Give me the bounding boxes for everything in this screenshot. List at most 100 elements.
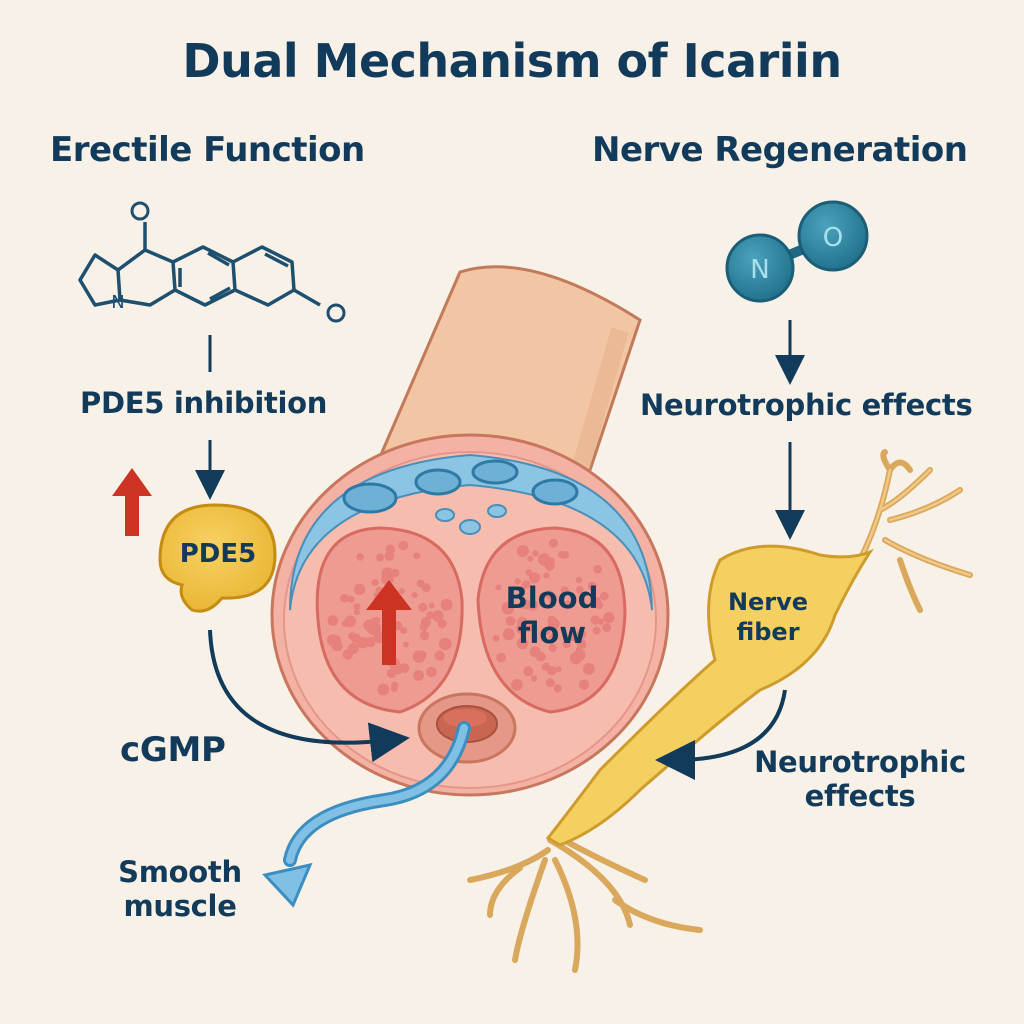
sinusoid-dot	[548, 643, 557, 653]
sinusoid-dot	[515, 623, 528, 635]
sinusoid-dot	[543, 572, 550, 579]
sinusoid-dot	[575, 576, 583, 584]
sinusoid-dot	[579, 642, 587, 649]
sinusoid-dot	[426, 611, 434, 619]
sinusoid-dot	[368, 621, 382, 635]
page-title: Dual Mechanism of Icariin	[182, 34, 842, 88]
sinusoid-dot	[541, 662, 551, 671]
sinusoid-dot	[381, 567, 394, 580]
smooth-muscle-arrow	[262, 721, 471, 908]
no-n-label: N	[750, 255, 769, 285]
sinusoid-dot	[575, 585, 584, 594]
sinusoid-dot	[555, 666, 562, 673]
sinusoid-dot	[402, 641, 409, 648]
sinusoid-dot	[492, 634, 500, 642]
smooth-muscle-label-line1: Smooth	[118, 855, 242, 889]
sinusoid-dot	[505, 616, 516, 626]
sinusoid-dot	[522, 580, 531, 589]
sinusoid-dot	[376, 553, 385, 562]
sinusoid-dot	[353, 609, 360, 616]
sinusoid-dot	[516, 545, 529, 558]
sinusoid-dot	[371, 579, 379, 587]
sinusoid-dot	[563, 600, 573, 610]
sinusoid-dot	[340, 593, 349, 603]
sinusoid-dot	[603, 611, 615, 624]
sinusoid-dot	[528, 572, 541, 584]
sinusoid-dot	[347, 595, 355, 603]
sinusoid-dot	[413, 552, 421, 560]
sinusoid-dot	[582, 662, 595, 675]
sinusoid-dot	[543, 628, 551, 635]
sinusoid-dot	[501, 601, 515, 615]
neurotrophic-effects-line1: Neurotrophic	[754, 745, 966, 779]
sinusoid-dot	[593, 564, 603, 574]
sinusoid-dot	[350, 633, 361, 644]
sinusoid-dot	[593, 597, 601, 605]
sinusoid-dot	[578, 679, 590, 690]
sinusoid-dot	[438, 637, 452, 651]
sinusoid-dot	[523, 666, 534, 677]
sinusoid-dot	[536, 651, 546, 662]
sinusoid-dot	[516, 637, 529, 650]
sinusoid-dot	[560, 586, 569, 595]
cgmp-arrow	[208, 629, 410, 763]
sinusoid-dot	[496, 652, 507, 663]
sinusoid-dot	[426, 666, 437, 678]
sinusoid-dot	[331, 640, 343, 652]
sinusoid-dot	[327, 615, 339, 626]
sinusoid-dot	[502, 628, 515, 641]
dorsal-vessel	[471, 459, 519, 485]
sinusoid-dot	[569, 651, 583, 665]
erectile-function-heading: Erectile Function	[50, 130, 365, 170]
sinusoid-dot	[353, 603, 361, 611]
increase-arrow-icon	[366, 580, 412, 665]
sinusoid-dot	[592, 626, 601, 635]
sinusoid-dot	[385, 544, 395, 554]
sinusoid-dot	[344, 615, 357, 628]
sinusoid-dot	[377, 683, 390, 696]
sinusoid-dot	[399, 626, 408, 635]
nerve-regeneration-heading: Nerve Regeneration	[592, 130, 968, 170]
sinusoid-dot	[514, 578, 521, 585]
nitrogen-atom-label: N	[111, 292, 124, 313]
sinusoid-dot	[602, 622, 612, 632]
sinusoid-dot	[511, 679, 523, 691]
sinusoid-dot	[548, 538, 559, 548]
sinusoid-dot	[576, 629, 587, 639]
sinusoid-dot	[575, 646, 583, 654]
smooth-muscle-label: Smooth muscle	[100, 855, 260, 923]
blood-flow-label-line2: flow	[518, 616, 586, 650]
sinusoid-dot	[428, 602, 435, 609]
neurotrophic-effects-label-top: Neurotrophic effects	[640, 388, 973, 422]
sinusoid-dot	[411, 591, 418, 599]
sinusoid-dot	[597, 618, 605, 625]
sinusoid-dot	[398, 588, 406, 595]
sinusoid-dot	[418, 602, 428, 612]
increase-arrow-icon	[112, 468, 152, 536]
neurotrophic-effects-label-bottom: Neurotrophic effects	[740, 745, 980, 813]
sinusoid-dot	[532, 550, 539, 557]
sinusoid-dot	[417, 650, 427, 660]
sinusoid-dot	[553, 684, 562, 693]
no-o-label: O	[823, 223, 843, 253]
sinusoid-dot	[530, 675, 538, 682]
sinusoid-dot	[495, 584, 502, 591]
cgmp-label: cGMP	[120, 730, 226, 770]
sinusoid-dot	[413, 670, 424, 681]
nerve-fiber-label-line1: Nerve	[728, 588, 808, 616]
sinusoid-dot	[599, 591, 609, 601]
neurotrophic-effects-line2: effects	[804, 779, 916, 813]
sinusoid-dot	[353, 583, 366, 596]
sinusoid-dot	[548, 633, 557, 643]
sinusoid-dot	[435, 612, 443, 620]
sinusoid-dot	[548, 594, 558, 604]
sinusoid-dot	[562, 639, 571, 649]
sinusoid-dot	[420, 617, 432, 628]
sinusoid-dot	[421, 583, 431, 593]
pde5-inhibition-label: PDE5 inhibition	[80, 386, 328, 420]
dorsal-vessel	[342, 482, 398, 514]
sinusoid-dot	[356, 553, 364, 561]
sinusoid-dot	[348, 643, 359, 654]
sinusoid-dot	[520, 599, 531, 610]
sinusoid-dot	[440, 598, 453, 611]
